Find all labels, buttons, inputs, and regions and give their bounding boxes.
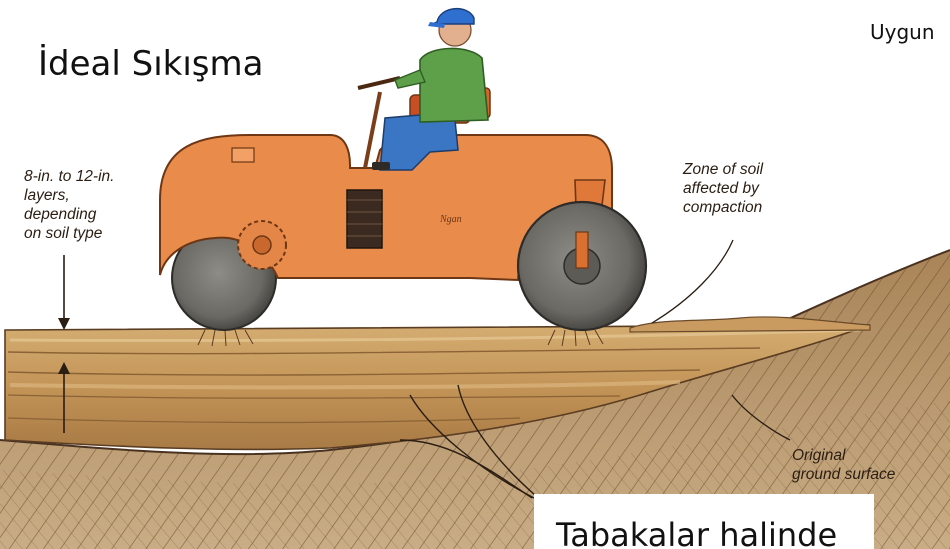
label-line: on soil type bbox=[24, 224, 114, 243]
label-line: Original bbox=[792, 446, 895, 465]
label-line: compaction bbox=[683, 198, 763, 217]
engine-grill bbox=[347, 190, 382, 248]
zone-leader bbox=[652, 240, 733, 323]
label-line: depending bbox=[24, 205, 114, 224]
zone-label: Zone of soil affected by compaction bbox=[683, 160, 763, 217]
label-line: affected by bbox=[683, 179, 763, 198]
label-line: Zone of soil bbox=[683, 160, 763, 179]
label-line: ground surface bbox=[792, 465, 895, 484]
label-line: 8-in. to 12-in. bbox=[24, 167, 114, 186]
caption: Tabakalar halinde bbox=[534, 494, 874, 549]
corner-text: Uygun bbox=[870, 20, 935, 44]
svg-text:Ngan: Ngan bbox=[439, 214, 462, 225]
ground-surface-label: Original ground surface bbox=[792, 446, 895, 484]
page-title: İdeal Sıkışma bbox=[38, 44, 263, 84]
label-line: layers, bbox=[24, 186, 114, 205]
layer-depth-label: 8-in. to 12-in. layers, depending on soi… bbox=[24, 167, 114, 243]
